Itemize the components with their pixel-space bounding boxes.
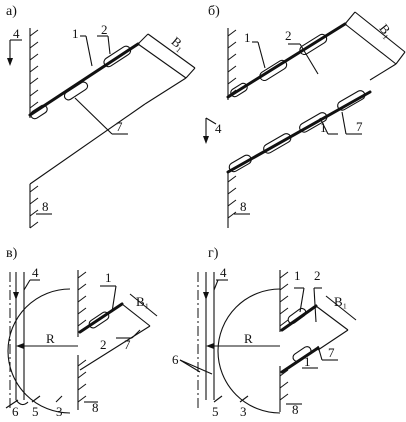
label-5: 5 [212, 404, 219, 419]
label-2: 2 [100, 337, 107, 352]
roller [88, 311, 110, 329]
label-8: 8 [42, 199, 49, 214]
label-1: 1 [244, 30, 251, 45]
deflector-plate [280, 304, 318, 332]
label-1-lower: 1 [304, 354, 311, 369]
radius-arrow-icon [16, 343, 24, 349]
deflector-plate [28, 42, 140, 117]
chamber-arc [7, 288, 71, 414]
label-8: 8 [92, 400, 99, 415]
panel-v-title: в) [6, 246, 18, 261]
panel-v: в) R B₁ [5, 246, 158, 419]
roller-middle [63, 81, 89, 101]
panel-a-title: а) [6, 4, 17, 19]
label-1: 1 [294, 268, 301, 283]
label-8: 8 [292, 402, 299, 417]
roller [287, 307, 307, 325]
dimension-line [147, 33, 196, 69]
roller [299, 33, 328, 56]
label-7: 7 [116, 119, 123, 134]
label-2: 2 [101, 22, 108, 37]
width-label: B₁ [334, 294, 347, 309]
panel-a: а) B₁ [6, 4, 196, 229]
label-7: 7 [328, 345, 335, 360]
roller [337, 90, 366, 111]
label-3: 3 [240, 404, 247, 419]
label-4: 4 [13, 26, 20, 41]
flow-arrow-icon [203, 292, 209, 300]
label-4: 4 [32, 265, 39, 280]
channel-end [121, 303, 151, 327]
roller [263, 133, 292, 154]
flow-arrow-icon [13, 292, 19, 300]
flow-arrow-icon [203, 136, 209, 144]
channel-end [315, 305, 349, 331]
roller [259, 59, 288, 82]
roller-upper [103, 45, 132, 68]
roller [230, 82, 248, 98]
label-1: 1 [72, 26, 79, 41]
label-1-lower: 1 [320, 120, 327, 135]
roller [299, 112, 328, 133]
lower-plate [226, 90, 372, 174]
label-r: R [46, 331, 55, 346]
label-8: 8 [240, 199, 247, 214]
width-label: B₁ [376, 21, 396, 41]
label-6: 6 [172, 352, 179, 367]
radius-arrow-icon [206, 343, 214, 349]
roller-lower [30, 104, 48, 120]
channel-top-edge [344, 23, 397, 65]
label-4: 4 [215, 121, 222, 136]
roller [292, 346, 312, 362]
label-5: 5 [32, 404, 39, 419]
label-r: R [244, 331, 253, 346]
channel-top-edge [137, 43, 187, 79]
label-7: 7 [356, 119, 363, 134]
label-3: 3 [56, 404, 63, 419]
width-label: B₁ [136, 294, 149, 309]
label-2: 2 [285, 28, 292, 43]
chamber-arc [217, 288, 281, 414]
panel-g-title: г) [208, 246, 219, 261]
roller [228, 154, 252, 173]
flow-arrow-icon [7, 58, 13, 66]
panel-g: г) R B₁ 4 [172, 246, 357, 419]
panel-b-title: б) [208, 4, 220, 19]
channel-lower-edge [79, 325, 151, 371]
channel-lower-edge [29, 103, 146, 185]
channel-end [144, 77, 187, 105]
label-6: 6 [12, 404, 19, 419]
label-2: 2 [314, 268, 321, 283]
label-1: 1 [105, 270, 112, 285]
channel-end-lower [317, 329, 349, 351]
panel-b: б) B₁ [203, 4, 406, 228]
label-7: 7 [124, 337, 131, 352]
wall-hatch [29, 29, 39, 109]
channel-end [369, 63, 397, 81]
deflector-plate [78, 302, 124, 334]
label-4: 4 [220, 265, 227, 280]
